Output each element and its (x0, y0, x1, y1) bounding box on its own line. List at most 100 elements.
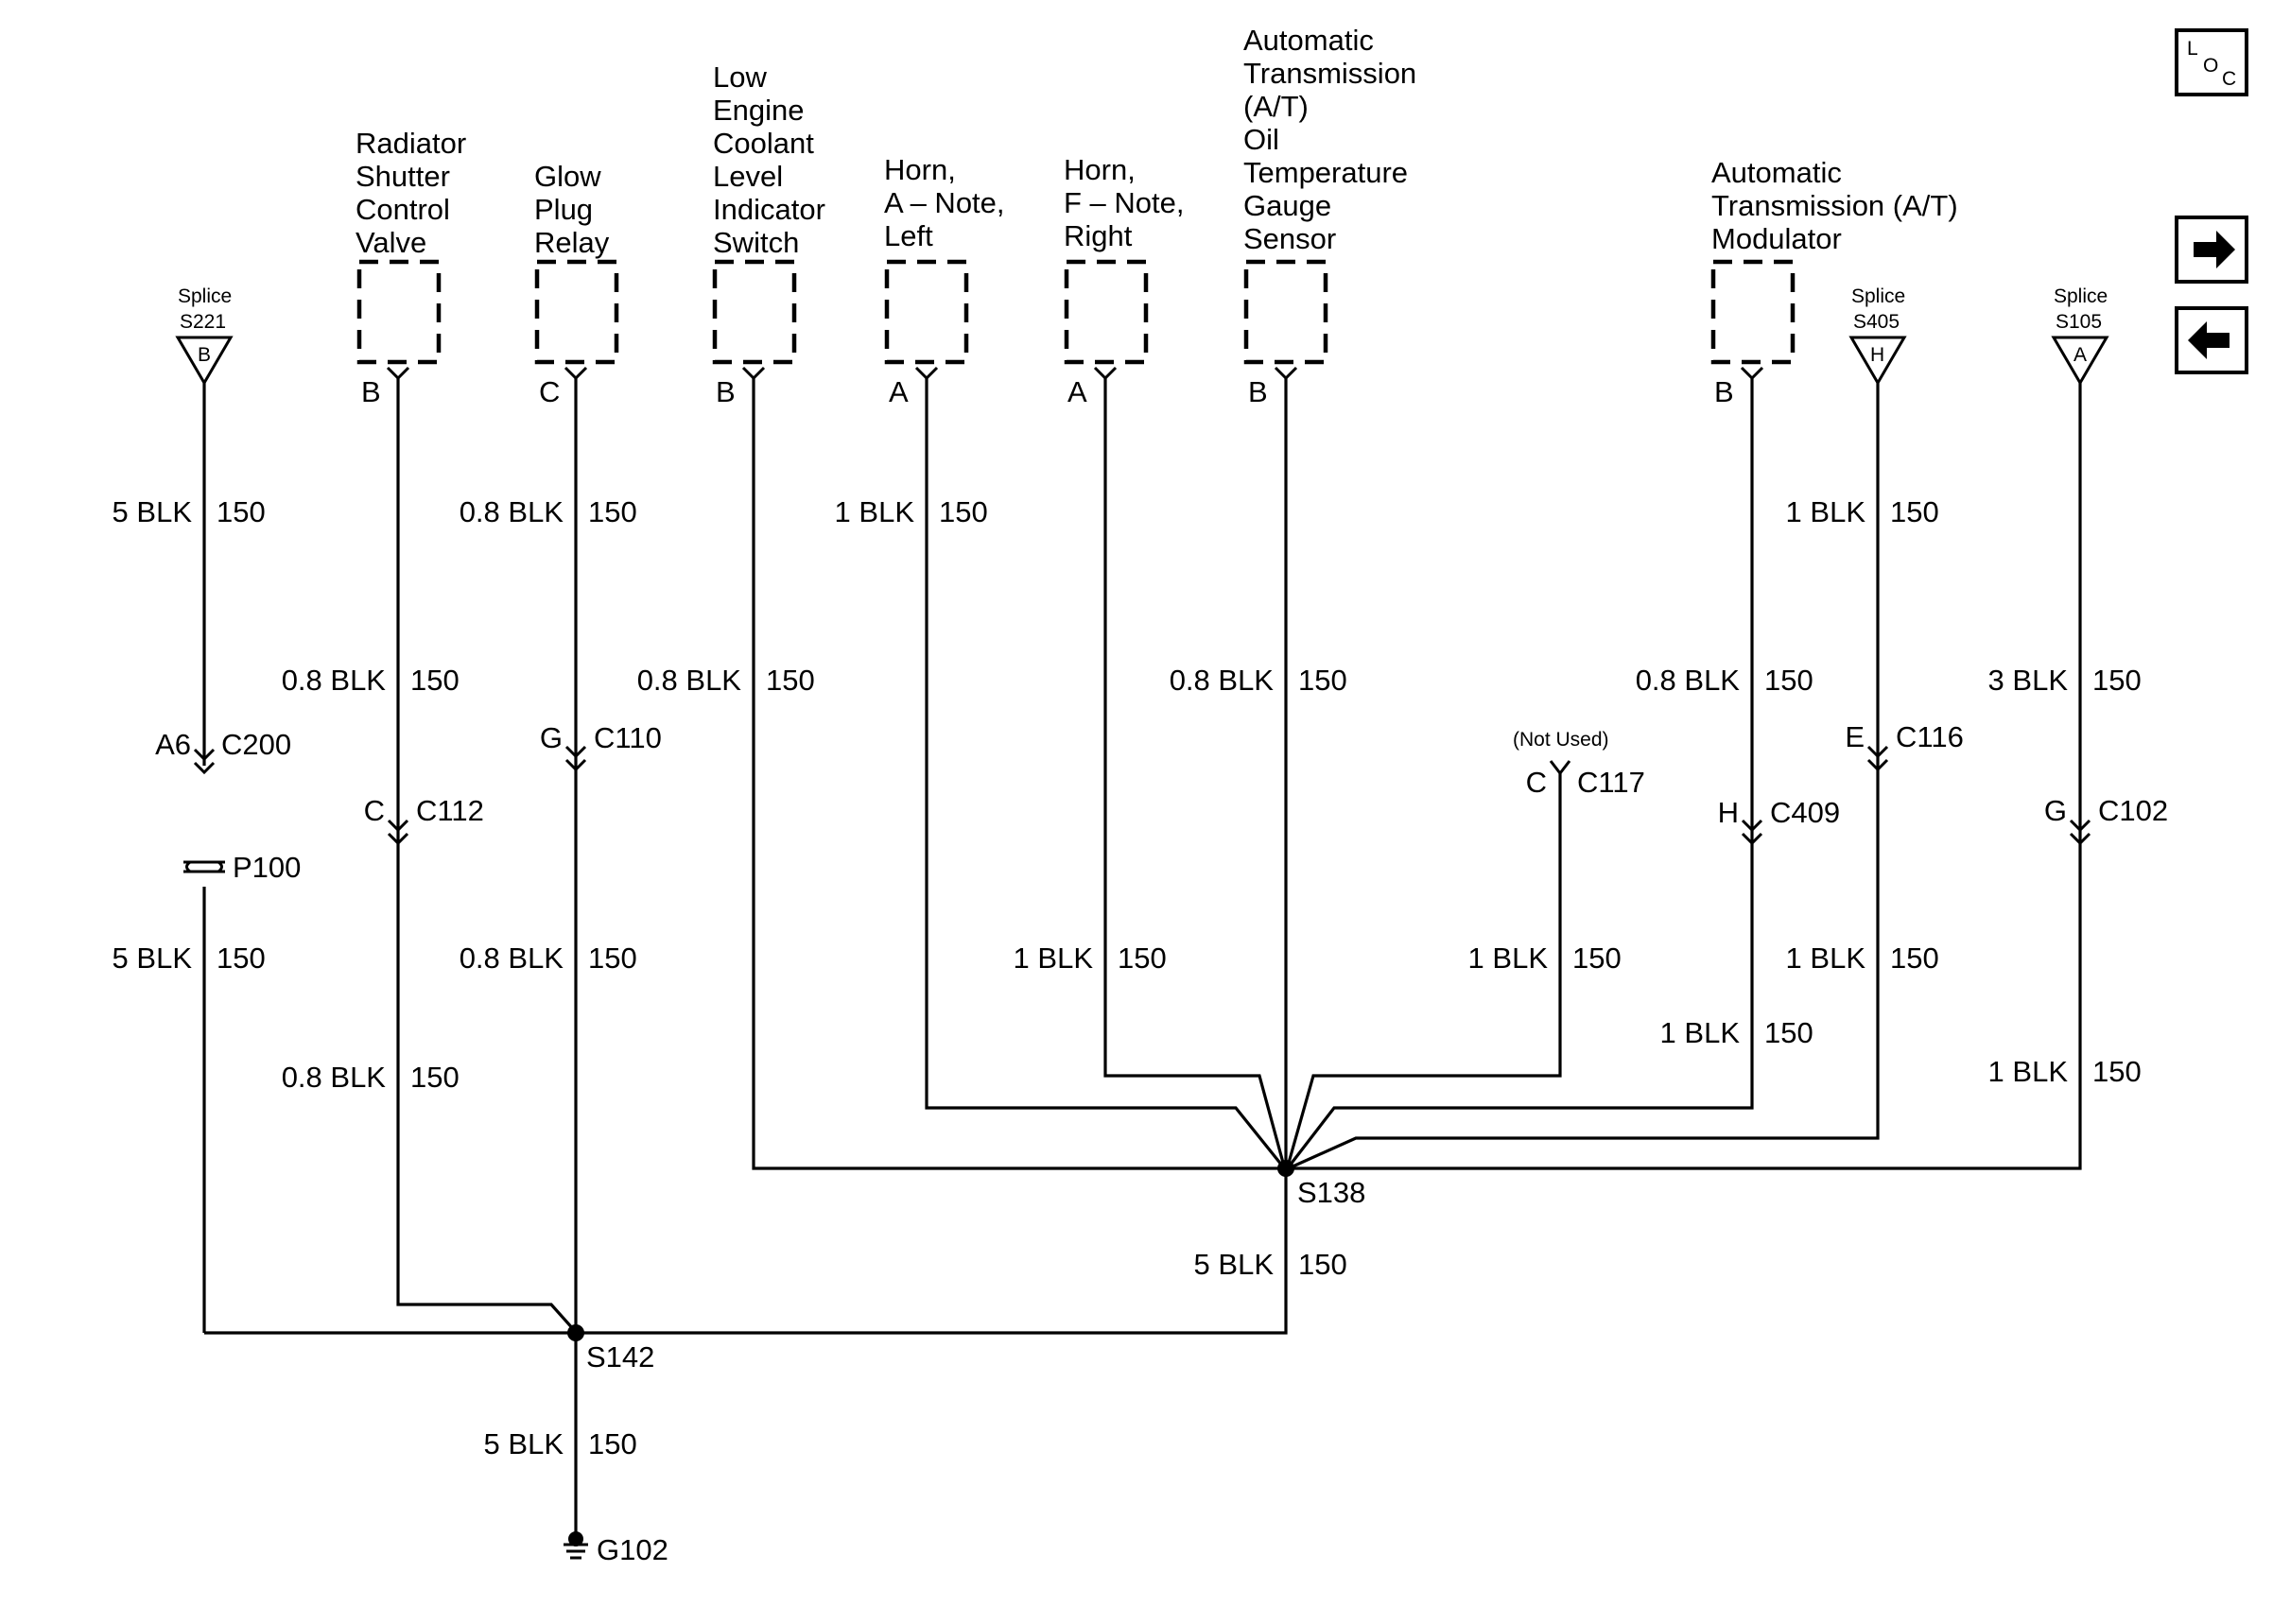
wire-horn-f (1103, 378, 1285, 1164)
connector-symbol (2069, 819, 2091, 846)
pin-horn-f: A (1067, 375, 1087, 408)
connector-c102: G C102 (2044, 794, 2168, 846)
terminal-glow (564, 366, 588, 381)
connector-c112: C C112 (364, 794, 484, 846)
circuit-label: 150 (2092, 664, 2142, 697)
wire-size-label: 0.8 BLK (460, 495, 564, 528)
splice-s105: Splice S105 A (2051, 285, 2109, 386)
pass-through-symbol (183, 860, 225, 873)
circuit-label: 150 (1890, 942, 1939, 975)
wire-at-mod (1288, 378, 1754, 1166)
wire-size-label: 1 BLK (1660, 1016, 1741, 1049)
connector-symbol (1866, 745, 1889, 772)
splice-s405-pin: H (1870, 344, 1884, 366)
pin-at-mod: B (1714, 375, 1734, 408)
wire-size-label: 1 BLK (1014, 942, 1094, 975)
circuit-label: 150 (1298, 664, 1347, 697)
circuit-label: 150 (1298, 1248, 1347, 1281)
connector-c409: H C409 (1718, 796, 1840, 846)
wire-s105 (1288, 383, 2082, 1170)
wire-labels: 5 BLK 150 5 BLK 150 0.8 BLK 150 0.8 BLK … (113, 495, 2142, 1460)
splice-s221: Splice S221 B (175, 285, 234, 386)
connector-pin: E (1845, 720, 1865, 753)
prev-page-button[interactable] (2175, 306, 2248, 374)
wire-size-label: 5 BLK (113, 495, 193, 528)
ground-g102: G102 (564, 1531, 668, 1566)
circuit-label: 150 (1118, 942, 1167, 975)
splice-s221-pin: B (198, 344, 211, 366)
pin-glow: C (539, 375, 560, 408)
horn-f-label: Horn, F – Note, Right (1064, 153, 1192, 252)
wire-size-label: 0.8 BLK (282, 664, 387, 697)
splice-s405-title: Splice (1851, 285, 1905, 307)
connector-id: C117 (1577, 766, 1645, 799)
next-page-button[interactable] (2175, 216, 2248, 284)
circuit-label: 150 (410, 1061, 460, 1094)
terminal-radiator (386, 366, 410, 381)
connector-pin: H (1718, 796, 1739, 829)
circuit-label: 150 (410, 664, 460, 697)
wire-size-label: 0.8 BLK (1170, 664, 1275, 697)
wire-size-label: 3 BLK (1988, 664, 2069, 697)
connector-id: P100 (233, 851, 301, 884)
wire-size-label: 1 BLK (1468, 942, 1549, 975)
connector-id: C200 (221, 728, 291, 761)
splice-s221-id: S221 (180, 311, 226, 333)
circuit-label: 150 (2092, 1055, 2142, 1088)
wire-horn-a (925, 378, 1284, 1167)
splice-s105-id: S105 (2056, 311, 2102, 333)
wire-size-label: 0.8 BLK (460, 942, 564, 975)
connector-id: C102 (2098, 794, 2168, 827)
wire-size-label: 5 BLK (484, 1427, 564, 1460)
connector-id: C409 (1770, 796, 1840, 829)
wire-bus-s142 (204, 1168, 1288, 1335)
splice-s405: Splice S405 H (1848, 285, 1907, 386)
coolant-switch-label: Low Engine Coolant Level Indicator Switc… (713, 60, 834, 259)
connectors: A6 C200 P100 C C112 G C110 (Not Used) C … (155, 720, 2168, 884)
splice-dot (567, 1324, 584, 1341)
wire-size-label: 0.8 BLK (282, 1061, 387, 1094)
loc-icon (2175, 28, 2248, 96)
splice-s105-pin: A (2073, 344, 2087, 366)
terminal-coolant (741, 366, 766, 381)
circuit-label: 150 (217, 495, 266, 528)
circuit-label: 150 (1572, 942, 1622, 975)
circuit-label: 150 (588, 942, 637, 975)
horn-a-label: Horn, A – Note, Left (884, 153, 1013, 252)
ground-dot (568, 1531, 583, 1546)
connector-c200: A6 C200 (155, 728, 291, 775)
glow-plug-relay-label: Glow Plug Relay (534, 160, 610, 259)
loc-o: O (2203, 55, 2218, 77)
coolant-switch-box (712, 259, 797, 365)
component-terminals (386, 366, 1764, 381)
component-boxes (356, 259, 1796, 365)
connector-note: (Not Used) (1513, 729, 1609, 751)
splice-s405-id: S405 (1853, 311, 1900, 333)
connector-c116: E C116 (1845, 720, 1964, 772)
loc-c: C (2222, 68, 2236, 90)
circuit-label: 150 (1890, 495, 1939, 528)
loc-button[interactable]: L O C (2175, 28, 2248, 96)
circuit-label: 150 (588, 1427, 637, 1460)
connector-pin: G (540, 721, 563, 754)
connector-symbol (193, 748, 216, 775)
connector-pin: C (1526, 766, 1547, 799)
glow-plug-relay-box (534, 259, 619, 365)
at-oil-sensor-box (1243, 259, 1328, 365)
connector-symbol (1741, 819, 1763, 846)
circuit-label: 150 (588, 495, 637, 528)
wire-size-label: 1 BLK (835, 495, 915, 528)
connector-symbol (564, 745, 587, 772)
circuit-label: 150 (939, 495, 988, 528)
ground-id: G102 (597, 1533, 668, 1566)
pin-horn-a: A (889, 375, 909, 408)
splice-s221-title: Splice (178, 285, 232, 307)
wire-s405 (1290, 383, 1880, 1169)
circuit-label: 150 (766, 664, 815, 697)
connector-pin: C (364, 794, 385, 827)
connector-pin: G (2044, 794, 2067, 827)
radiator-shutter-box (356, 259, 442, 365)
connector-c117: (Not Used) C C117 (1513, 729, 1645, 799)
pin-radiator: B (361, 375, 381, 408)
